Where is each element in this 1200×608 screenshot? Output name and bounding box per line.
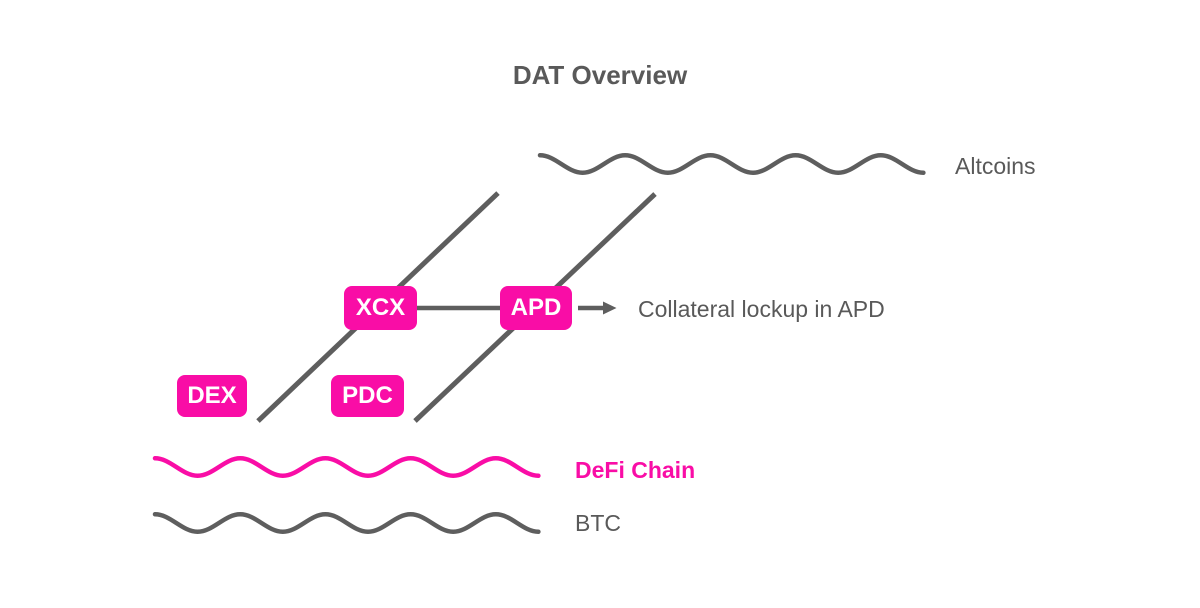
btc-label: BTC [575, 510, 621, 536]
node-xcx: XCX [344, 286, 417, 330]
arrowhead-icon [603, 301, 617, 315]
diagram-title: DAT Overview [512, 60, 688, 90]
node-pdc: PDC [331, 375, 404, 417]
node-apd: APD [500, 286, 572, 330]
defichain-label: DeFi Chain [575, 457, 696, 483]
collateral-annotation-label: Collateral lockup in APD [638, 296, 885, 322]
altcoins-label: Altcoins [955, 153, 1036, 179]
altcoins-wave-line [537, 152, 926, 176]
btc-wave-line [152, 511, 541, 535]
node-dex: DEX [177, 375, 247, 417]
defichain-wave-line [152, 455, 541, 479]
